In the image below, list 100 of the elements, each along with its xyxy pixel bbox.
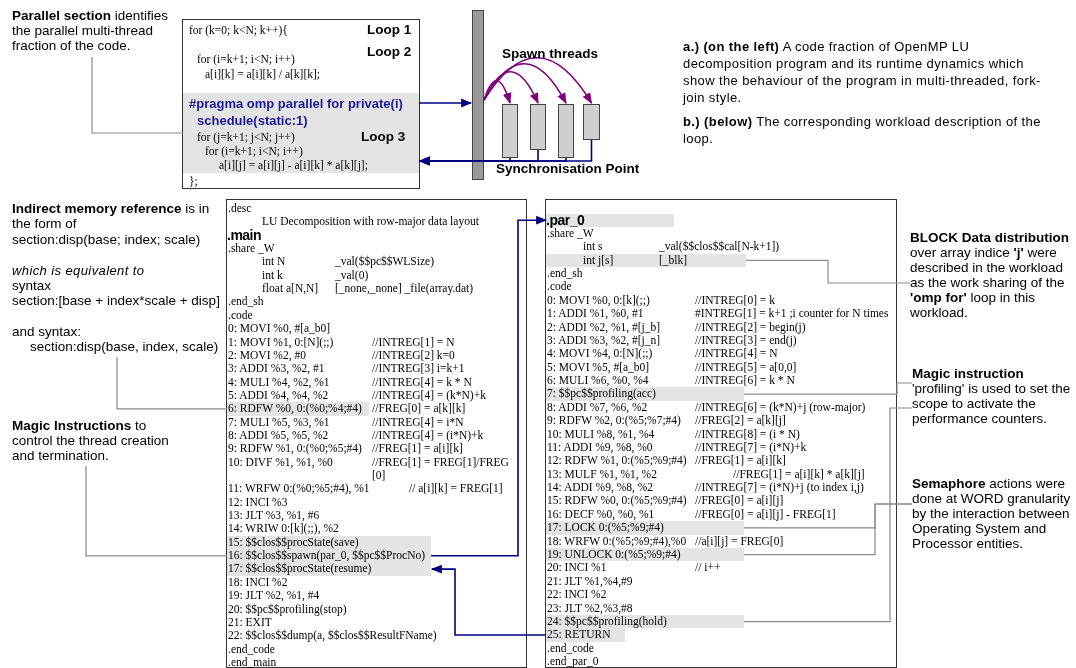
highlight-band <box>546 253 746 267</box>
code-line: 17: $$clos$$procState(resume) <box>228 562 372 576</box>
highlight-band <box>227 562 431 576</box>
caption-text: b.) (below) The corresponding workload description of the loop. <box>683 113 1042 147</box>
code-syntax-text: section:disp(base; index; scale) <box>12 232 202 247</box>
code-line: .desc <box>228 202 252 215</box>
code-line: .end_par_0 <box>547 655 599 668</box>
code-comment: //a[i][j] = FREG[0] <box>695 534 784 548</box>
arrow <box>483 56 593 104</box>
thread-bar <box>530 104 546 150</box>
code-line: 4: MOVI %4, 0:[N](;;) <box>547 347 653 361</box>
leader-line <box>743 503 913 556</box>
code-line: int j[s] <box>583 253 614 267</box>
code-comment: //FREG[1] = a[i][k] <box>372 442 463 456</box>
code-line: 6: MULI %6, %0, %4 <box>547 374 649 388</box>
code-comment: //INTREG[0] = k <box>695 293 775 307</box>
annotation-text: BLOCK Data distribution over array indice 'j' were described in the workload as the work sharing of the 'omp for' loop in this workload. <box>910 230 1070 320</box>
highlight-band <box>546 387 744 401</box>
code-line: 3: ADDI %3, %2, #[j_n] <box>547 333 661 347</box>
annotation-text: Spawn threads <box>502 46 599 61</box>
code-line: 13: JLT %3, %1, #6 <box>228 509 320 523</box>
code-comment: //FREG[0] = a[i][j] <box>695 494 784 508</box>
annotation-text: Magic Instructions to control the thread creation and termination. <box>12 418 170 463</box>
code-comment: //FREG[2] = a[k][j] <box>695 414 786 428</box>
highlight-band <box>227 535 431 550</box>
code-comment: //INTREG[4] = i*N <box>372 415 464 429</box>
code-line: for (k=0; k<N; k++){ <box>189 24 288 37</box>
arrow <box>483 70 539 104</box>
thread-bar <box>558 104 574 158</box>
code-line: 10: MULI %8, %1, %4 <box>547 427 655 441</box>
code-line: for (i=k+1; i<N; i++) <box>205 145 303 158</box>
code-line: 0: MOVI %0, #[a_b0] <box>228 322 331 336</box>
code-line: 10: DIVF %1, %1, %0 <box>228 455 333 469</box>
arrow <box>483 62 567 104</box>
code-line: 12: RDFW %1, 0:(%5;%9;#4) <box>547 454 687 468</box>
leader-line <box>743 407 913 623</box>
code-line: .share _W <box>547 226 594 240</box>
annotation-text: syntax <box>12 278 53 293</box>
leader-line <box>91 56 184 134</box>
highlight-band <box>546 213 674 227</box>
loop-label: Loop 1 <box>367 22 412 37</box>
code-line: .end_main <box>228 655 277 668</box>
code-line: int N <box>262 255 286 269</box>
code-comment: //FREG[0] = a[k][k] <box>372 402 466 416</box>
annotation-text: 'profiling' is used to set the scope to activate the performance counters. <box>912 381 1072 426</box>
annotation-text: and syntax: <box>12 324 83 339</box>
caption-text: a.) (on the left) A code fraction of OpenMP LU decomposition program and its runtime dynamics which show the behaviour of the program in multi-threaded, fork-join style. <box>683 38 1042 106</box>
code-line: int s <box>583 240 603 254</box>
code-line: 2: ADDI %2, %1, #[j_b] <box>547 320 661 334</box>
code-line: 17: LOCK 0:(%5;%9;#4) <box>547 521 664 535</box>
highlight-band <box>546 548 744 562</box>
arrow <box>430 215 548 557</box>
code-comment: //INTREG[2] k=0 <box>372 348 455 362</box>
code-line: _val($$clos$$cal[N-k+1]) <box>659 240 780 254</box>
annotation-heading: Magic instruction <box>912 366 1025 381</box>
code-line: .share _W <box>228 242 275 256</box>
code-line: 22: INCI %2 <box>547 588 607 602</box>
pragma-directive: #pragma omp parallel for private(i) schedule(static:1) <box>189 95 404 129</box>
code-line: 12: INCI %3 <box>228 495 288 509</box>
code-line: [_blk] <box>659 253 688 267</box>
leader-line <box>743 382 913 395</box>
code-line: _val($$pc$$WLSize) <box>335 255 434 269</box>
code-line: }; <box>189 175 198 188</box>
code-listing <box>182 19 420 189</box>
arrow <box>430 564 547 636</box>
code-line: 4: MULI %4, %2, %1 <box>228 375 330 389</box>
code-line: 11: WRFW 0:(%0;%5;#4), %1 <box>228 482 370 496</box>
code-syntax-text: section:disp(base, index, scale) <box>30 339 220 354</box>
highlight-band <box>546 614 744 629</box>
code-comment: //INTREG[4] = (i*N)+k <box>372 428 484 442</box>
code-line: 8: ADDI %7, %6, %2 <box>547 400 648 414</box>
code-line: 1: ADDI %1, %0, #1 <box>547 307 644 321</box>
code-line: 25: RETURN <box>547 628 611 642</box>
code-comment: //INTREG[2] = begin(j) <box>695 320 806 334</box>
code-comment: #INTREG[1] = k+1 ;i counter for N times <box>695 307 889 321</box>
code-line: 14: ADDI %9, %8, %2 <box>547 481 654 495</box>
code-comment: //INTREG[7] = (i*N)+j (to index i,j) <box>695 481 864 495</box>
code-line: 23: JLT %2,%3,#8 <box>547 601 633 615</box>
code-line: 1: MOVI %1, 0:[N](;;) <box>228 335 334 349</box>
code-line: 7: $$pc$$profiling(acc) <box>547 387 656 401</box>
code-line: 19: JLT %2, %1, #4 <box>228 589 320 603</box>
arrow <box>418 139 593 166</box>
annotation-text: Parallel section identifies the parallel multi-thread fraction of the code. <box>12 8 170 53</box>
code-line: 20: $$pc$$profiling(stop) <box>228 602 347 616</box>
code-comment: //INTREG[3] i=k+1 <box>372 362 465 376</box>
code-line: .code <box>547 280 572 294</box>
code-comment: // a[i][k] = FREG[1] <box>409 482 503 496</box>
annotation-text: Semaphore actions were done at WORD granularity by the interaction between Operating System and Processor entities. <box>912 476 1072 551</box>
code-line: for (i=k+1; i<N; i++) <box>197 53 295 66</box>
arrow <box>483 79 512 105</box>
code-line: 14: WRIW 0:[k](;;), %2 <box>228 522 339 536</box>
code-line: float a[N,N] <box>262 282 319 296</box>
code-line: int k <box>262 268 283 282</box>
code-comment: //INTREG[1] = N <box>372 335 455 349</box>
loop-label: Loop 3 <box>361 129 406 144</box>
code-comment: // i++ <box>695 561 721 575</box>
code-line: for (j=k+1; j<N; j++) <box>197 131 295 144</box>
leader-line <box>116 356 228 410</box>
loop-label: Loop 2 <box>367 44 412 59</box>
code-line: 13: MULF %1, %1, %2 <box>547 467 657 481</box>
